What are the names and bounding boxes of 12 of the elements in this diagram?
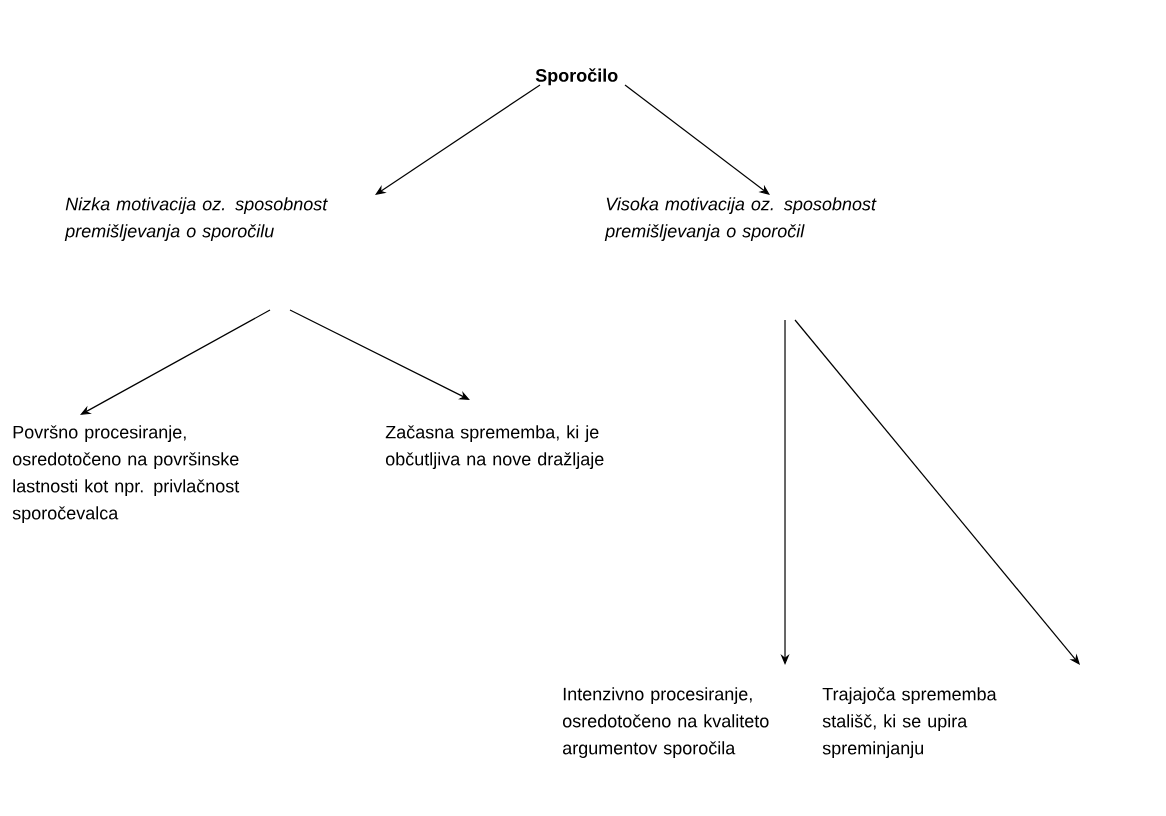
arrow	[289, 309, 470, 400]
arrow	[375, 84, 541, 195]
node-text: Visoka motivacija oz. sposobnost premišljevanja o sporočil	[604, 197, 877, 241]
arrow	[624, 84, 770, 195]
arrow	[794, 319, 1080, 665]
title-text: Sporočilo	[535, 68, 618, 86]
node-text: Intenzivno procesiranje, osredotočeno na kvaliteto argumentov sporočila	[562, 687, 769, 758]
arrow	[80, 309, 271, 415]
node-text: Začasna sprememba, ki je občutljiva na nove dražljaje	[385, 425, 604, 470]
node-text: Površno procesiranje, osredotočeno na površinske lastnosti kot npr. privlačnost sporočevalca	[12, 425, 240, 524]
node-text: Nizka motivacija oz. sposobnost premišljevanja o sporočilu	[64, 197, 328, 241]
node-text: Trajajoča sprememba stališč, ki se upira spreminjanju	[822, 687, 997, 759]
